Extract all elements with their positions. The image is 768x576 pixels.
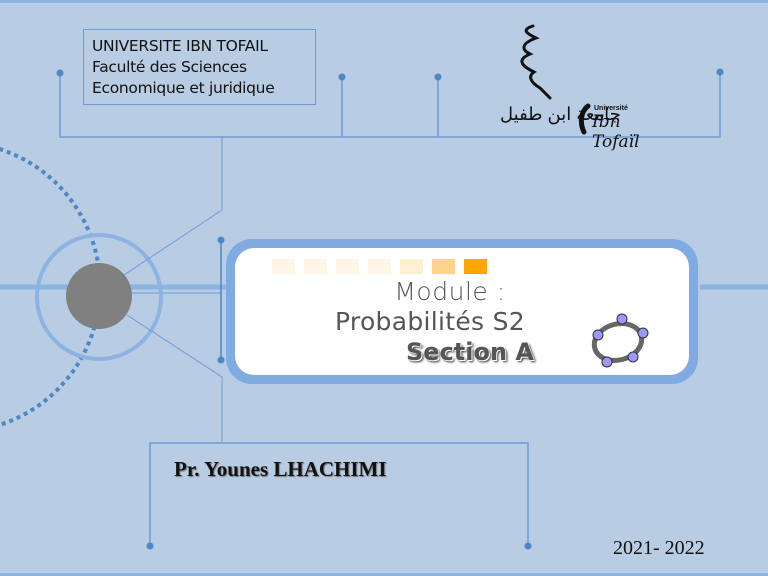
top-accent-bar: [0, 0, 768, 3]
logo-arabic-name: جامعة ابن طفيل: [500, 104, 621, 124]
logo-latin-name: Ibn Tofaïl: [592, 112, 640, 152]
progress-square: [272, 259, 295, 274]
academic-year: 2021- 2022: [613, 537, 705, 559]
institution-line-2: Faculté des Sciences: [92, 58, 247, 76]
logo-universite-label: Université: [594, 105, 628, 112]
progress-square: [304, 259, 327, 274]
progress-square: [464, 259, 487, 274]
progress-square: [336, 259, 359, 274]
bottom-accent-bar: [0, 573, 768, 576]
module-label: Module :: [394, 277, 506, 306]
gray-disc: [66, 263, 132, 329]
section-label: Section A: [406, 338, 534, 366]
progress-square: [368, 259, 391, 274]
progress-square: [400, 259, 423, 274]
author-name: Pr. Younes LHACHIMI: [174, 457, 387, 481]
institution-box: UNIVERSITE IBN TOFAIL Faculté des Scienc…: [83, 29, 316, 105]
outer-ring: [35, 233, 163, 361]
institution-line-1: UNIVERSITE IBN TOFAIL: [92, 37, 268, 55]
module-name: Probabilités S2: [335, 307, 525, 336]
progress-square: [432, 259, 455, 274]
calligraphy-logo-icon: [520, 24, 591, 135]
university-logo: جامعة ابن طفيل Université Ibn Tofaïl: [500, 20, 650, 152]
geogebra-ellipse-icon: [591, 313, 649, 368]
institution-line-3: Economique et juridique: [92, 79, 275, 97]
